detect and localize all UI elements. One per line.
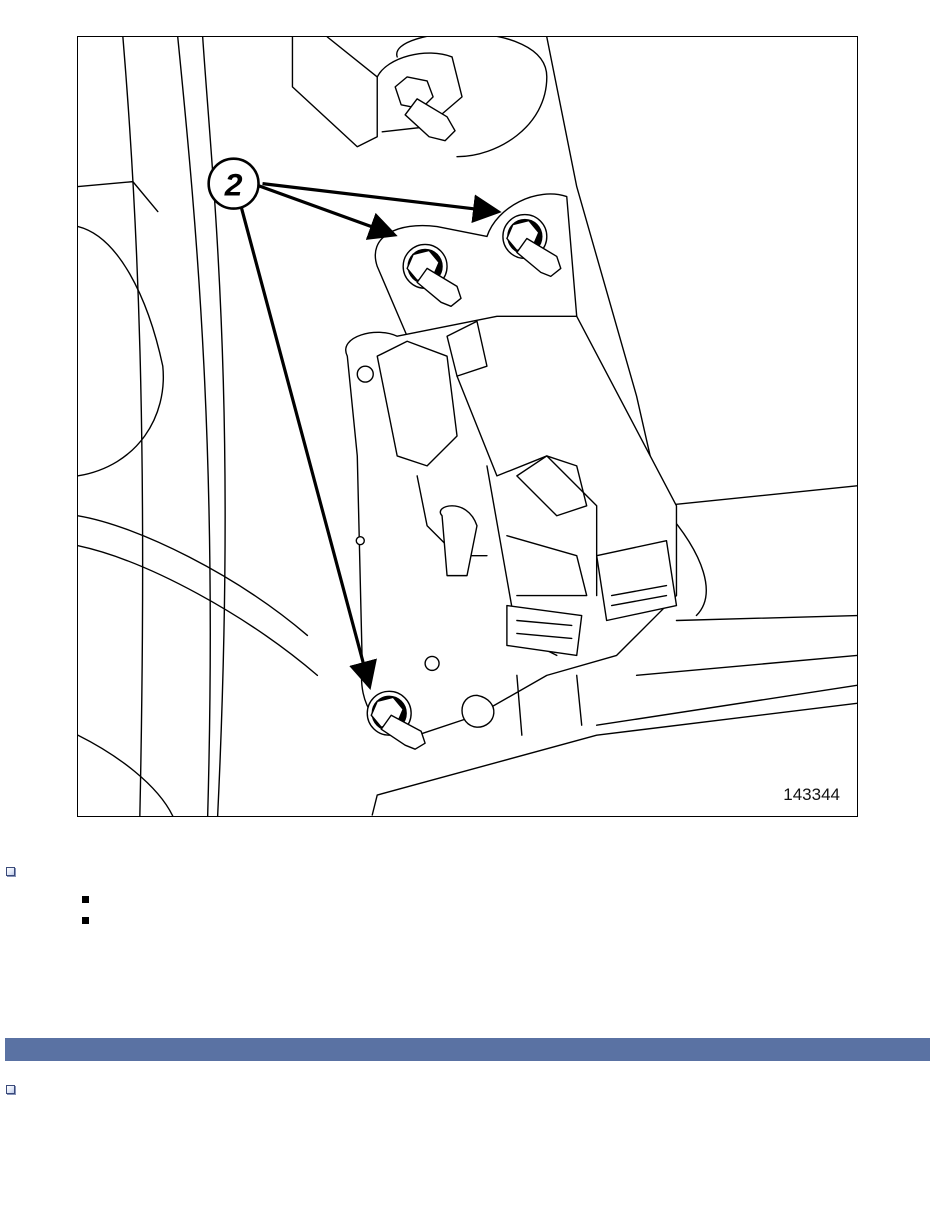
section-header-bar bbox=[5, 1038, 930, 1061]
square-bullet-icon bbox=[6, 1085, 15, 1094]
square-bullet-icon bbox=[6, 867, 15, 876]
callout-label: 2 bbox=[224, 167, 243, 203]
black-square-bullet-icon bbox=[82, 896, 89, 903]
black-square-bullet-icon bbox=[82, 917, 89, 924]
technical-illustration: 2 143344 bbox=[77, 36, 858, 817]
illustration-drawing: 2 bbox=[78, 37, 857, 816]
figure-number: 143344 bbox=[783, 785, 840, 804]
